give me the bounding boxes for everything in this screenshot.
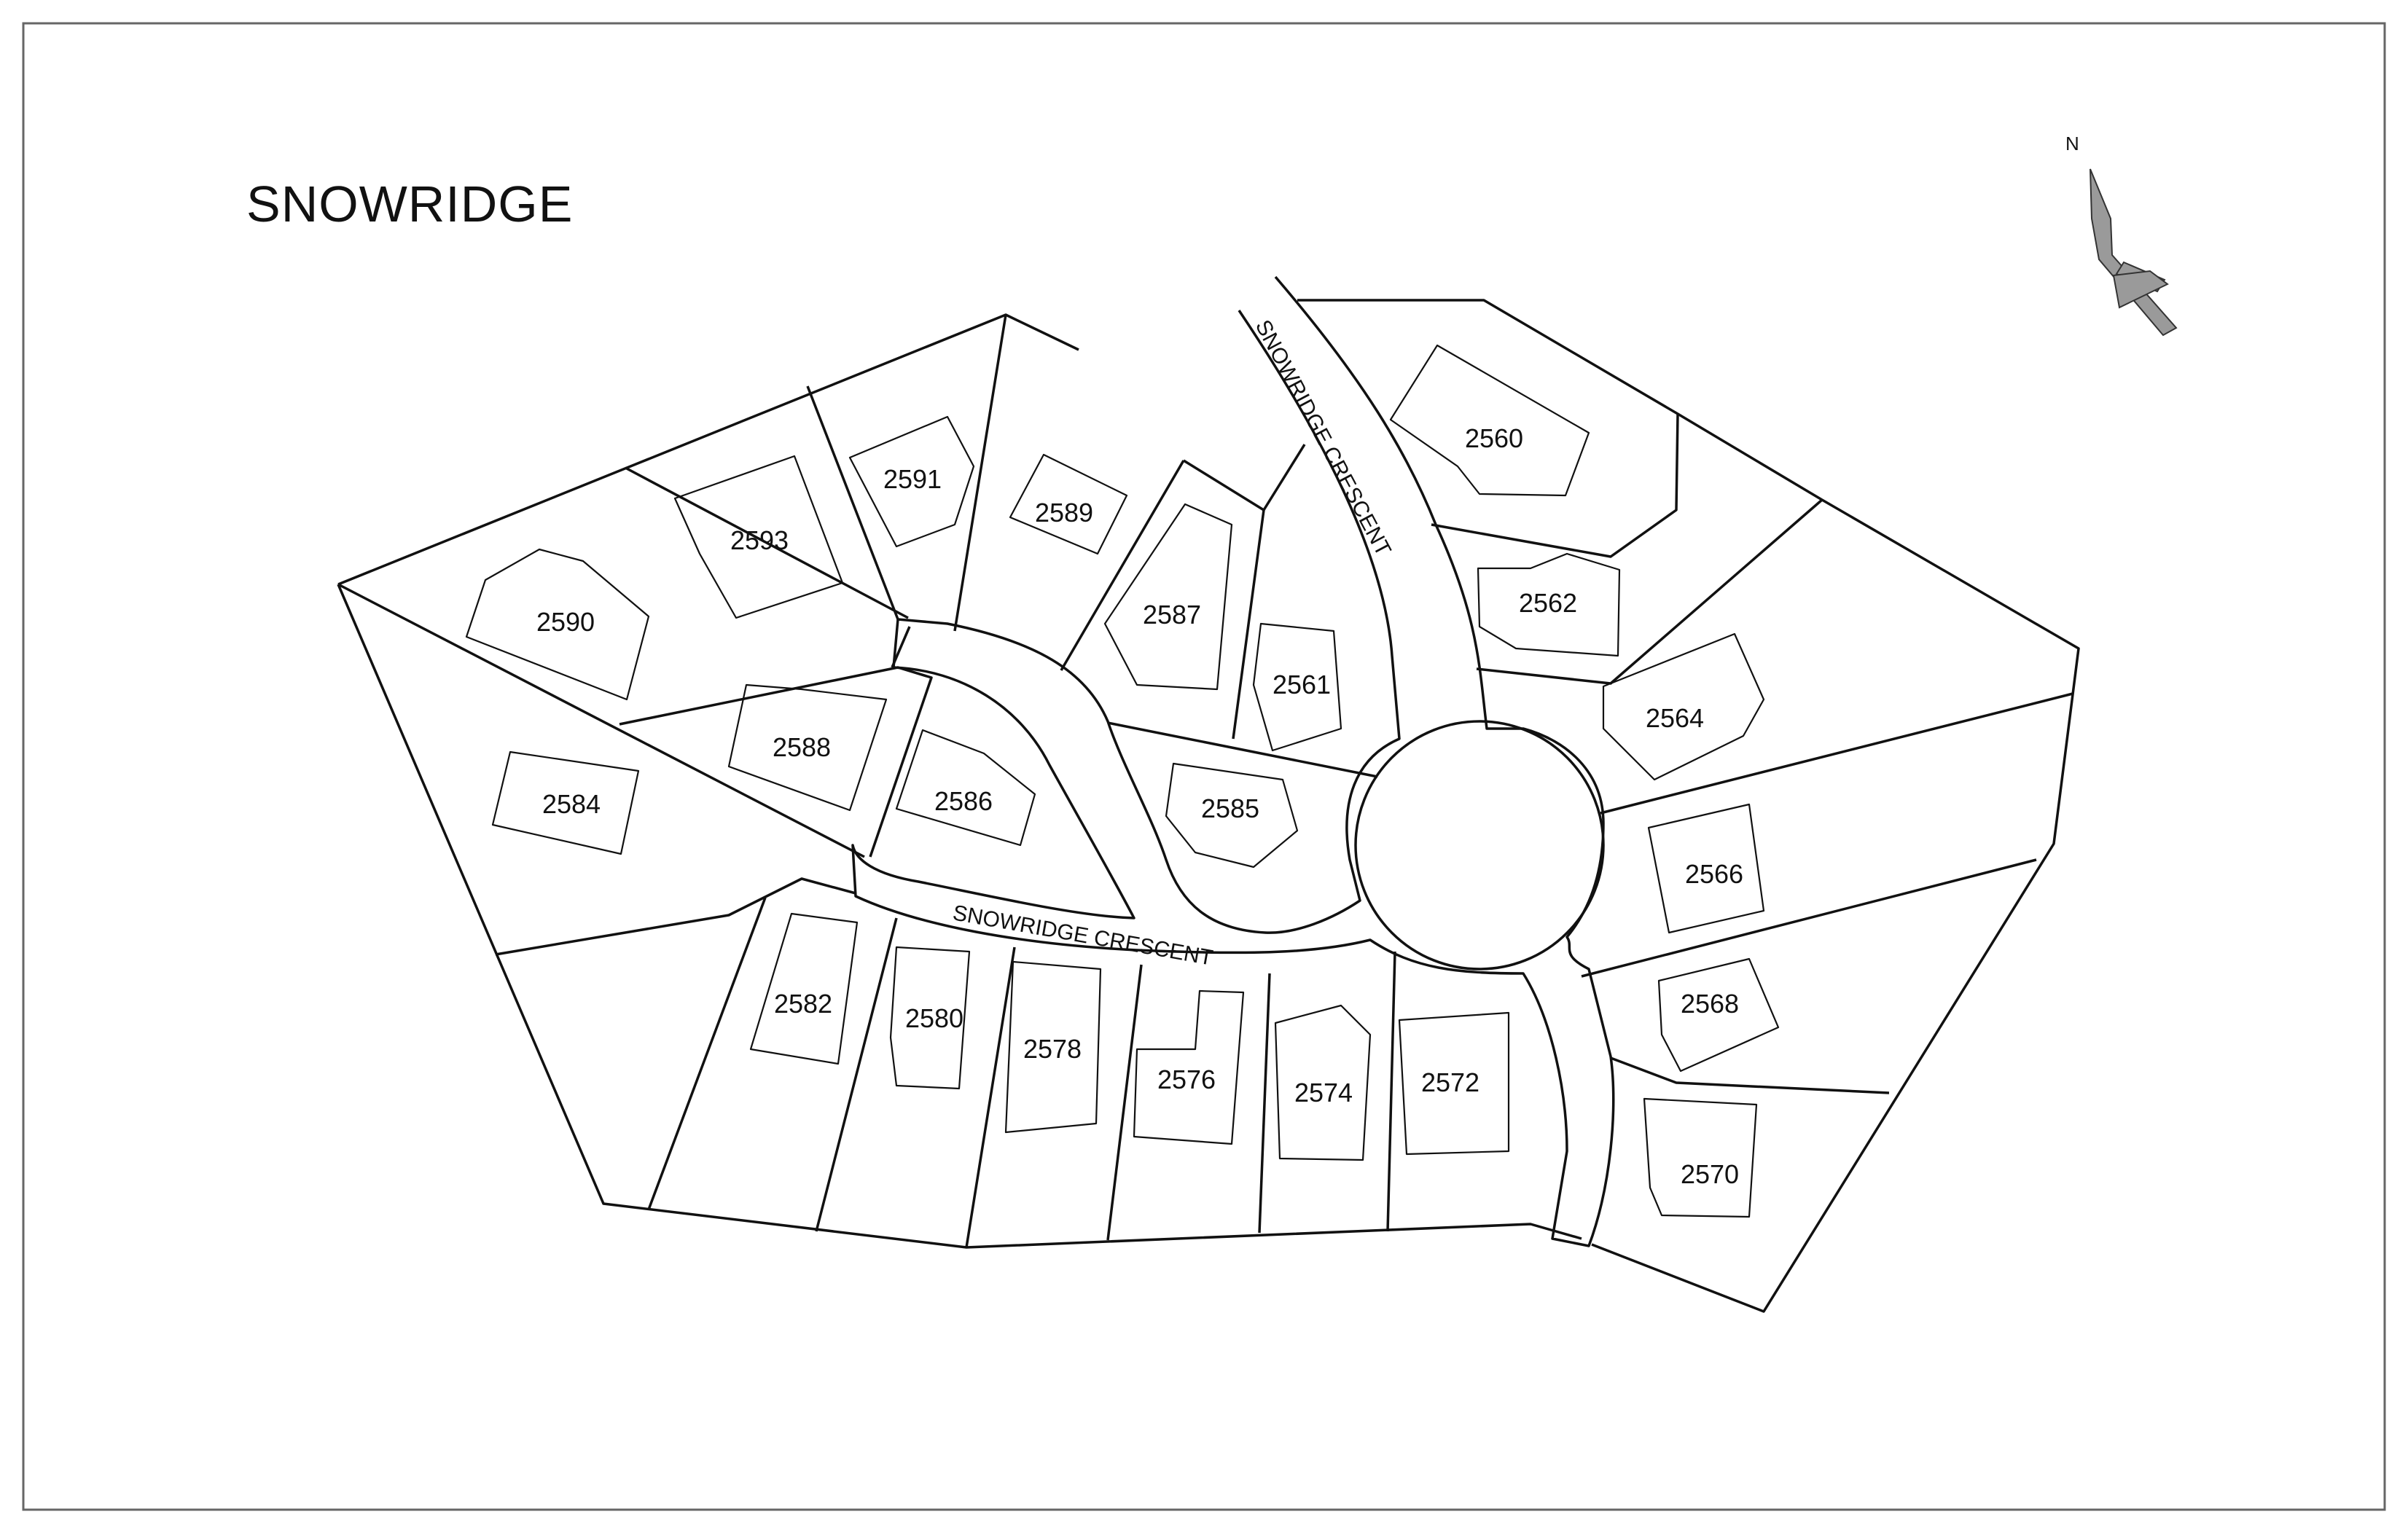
boundary-east [1297,299,2080,1313]
house-footprint-2586 [895,729,1036,847]
lot-label: 2580 [905,1003,963,1033]
lot-lines [337,275,2080,1313]
cul-de-sac [1354,720,1605,971]
house-footprint-2587 [1103,503,1233,691]
lot-line [815,917,898,1232]
lot-label: 2570 [1681,1159,1739,1189]
lot-line [1431,413,1679,558]
lot-label: 2574 [1294,1078,1353,1107]
house-footprint-2564 [1602,632,1765,781]
lot-label: 2588 [773,732,831,762]
lot-line [1258,973,1271,1234]
house-footprint-2593 [673,455,844,619]
house-footprint-2580 [889,946,971,1090]
lot-line [495,877,856,956]
lot-label: 2566 [1685,859,1743,889]
lot-label: 2582 [774,989,832,1019]
lot-label: 2589 [1035,498,1093,528]
house-footprint-2568 [1657,957,1780,1073]
lot-label: 2591 [883,464,942,494]
lot-line [806,385,899,620]
lot-line [647,897,767,1210]
house-footprint-2591 [848,415,975,548]
house-footprint-2585 [1165,762,1299,869]
lot-line [953,314,1007,632]
lot-label: 2560 [1465,423,1523,453]
house-footprint-2570 [1643,1097,1758,1218]
road-edges [851,275,1615,1247]
north-arrow-icon [2090,168,2178,337]
lot-line [619,666,933,858]
lot-label: 2576 [1157,1065,1216,1094]
house-footprint-2566 [1647,803,1765,934]
lot-label: 2568 [1681,989,1739,1019]
lot-line [1610,1056,1890,1094]
house-footprint-2590 [465,548,650,701]
lot-line [965,946,1016,1248]
house-footprint-2584 [491,750,640,855]
lot-label: 2578 [1023,1034,1082,1064]
house-footprint-2572 [1398,1011,1510,1156]
street-label-north: SNOWRIDGE CRESCENT [1251,316,1396,560]
house-footprint-2574 [1274,1004,1372,1161]
lot-label: 2586 [934,786,993,816]
lot-label: 2587 [1143,600,1201,630]
lot-line [891,626,911,668]
lot-label: 2590 [536,607,595,637]
map-title: SNOWRIDGE [246,176,574,232]
lot-label: 2572 [1421,1067,1479,1097]
lot-line [1183,444,1306,511]
lot-label: 2584 [542,789,601,819]
lot-label: 2564 [1646,703,1704,733]
lot-line [1107,721,1378,778]
house-footprint-2578 [1004,960,1102,1134]
lot-label: 2562 [1519,588,1577,618]
lot-line [337,583,865,858]
page-border [22,22,2386,1511]
lot-line [625,466,909,619]
lot-label: 2585 [1201,793,1259,823]
house-footprint-2561 [1252,622,1342,752]
lot-line [1581,858,2037,978]
house-footprint-2560 [1389,344,1590,497]
north-label: N [2065,133,2079,154]
lot-label: 2561 [1273,670,1331,699]
house-footprint-2582 [749,912,859,1065]
lot-line [1106,964,1143,1241]
house-footprint-2588 [727,683,888,812]
house-footprint-2562 [1477,552,1621,657]
house-footprints [465,344,1780,1218]
house-footprint-2589 [1009,453,1128,555]
lot-line [1232,509,1265,740]
house-footprint-2576 [1133,989,1245,1145]
lot-line [1386,951,1396,1232]
lot-line [1600,692,2073,815]
lot-label: 2593 [730,525,789,555]
lot-labels: 2560 2561 2562 2564 2566 2568 2570 2572 … [536,423,1743,1189]
lot-line [1060,460,1185,671]
